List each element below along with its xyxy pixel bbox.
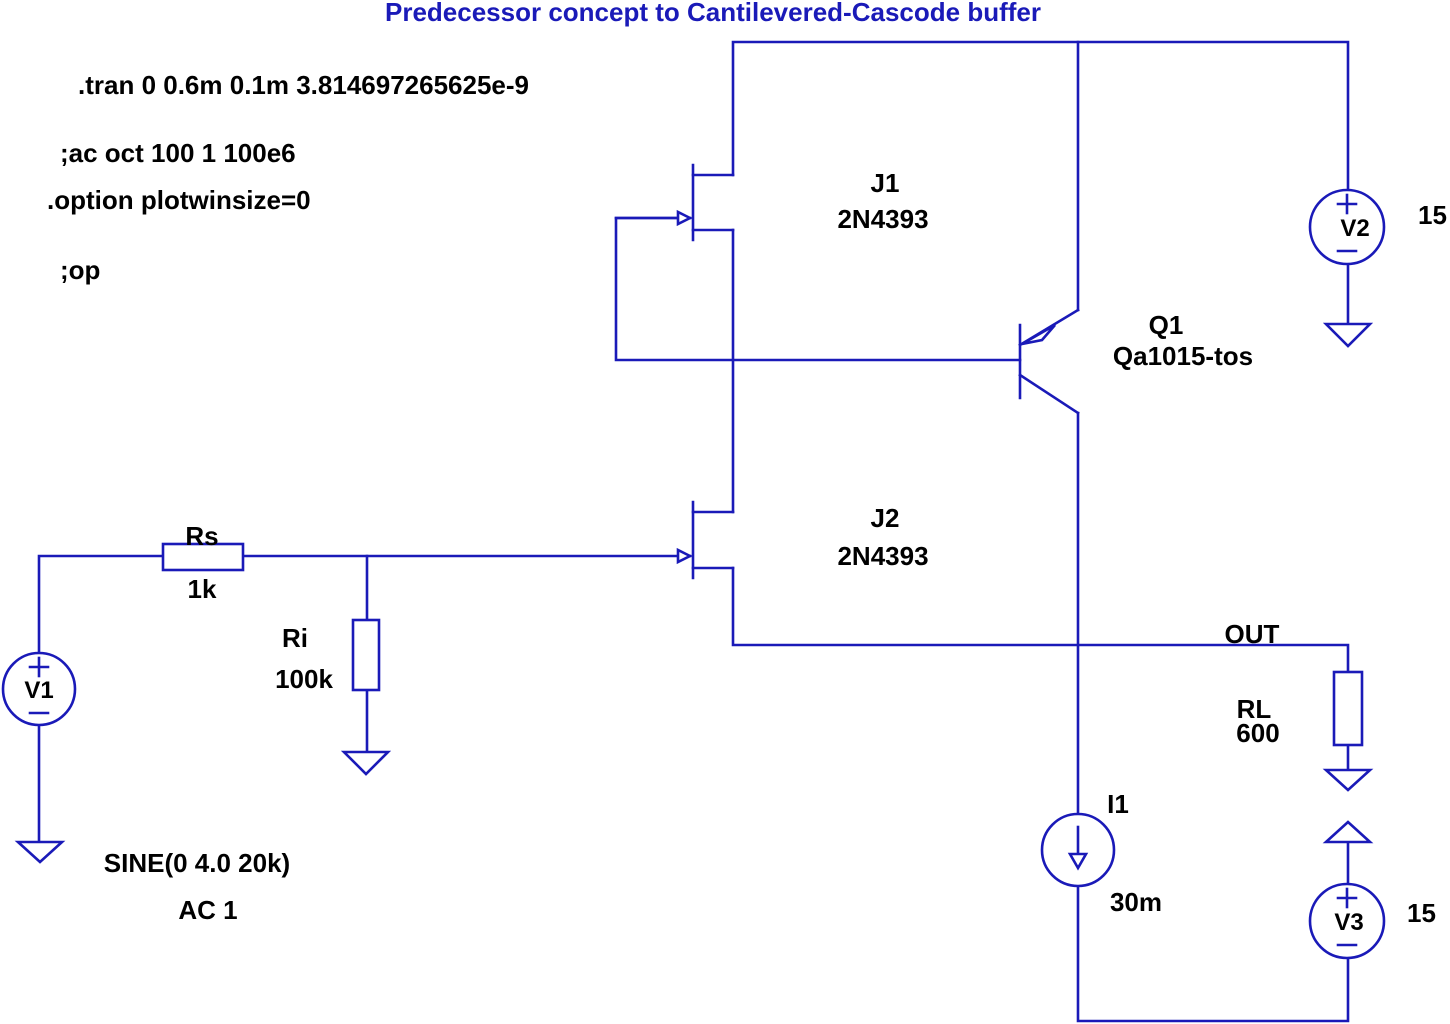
voltage-source-v1[interactable]: V1 (1, 651, 77, 727)
q1-ref: Q1 (1149, 310, 1184, 340)
ri-ref: Ri (282, 623, 308, 653)
ri-value: 100k (275, 664, 333, 694)
directive-option: .option plotwinsize=0 (47, 185, 311, 215)
rl-ref: RL (1237, 694, 1272, 724)
ground-rl (1322, 768, 1374, 792)
wire-bottom-loop (1076, 883, 1350, 1023)
v2-symbol-label: V2 (1340, 215, 1369, 242)
j2-ref: J2 (871, 503, 900, 533)
voltage-source-v2[interactable]: V2 (1308, 188, 1386, 266)
v2-value: 15 (1418, 200, 1447, 230)
v1-sine-spec: SINE(0 4.0 20k) (104, 848, 290, 878)
rs-value: 1k (188, 574, 217, 604)
ground-v1 (14, 840, 66, 864)
ground-v2 (1322, 322, 1374, 348)
bjt-q1[interactable] (1018, 308, 1080, 415)
v3-symbol-label: V3 (1334, 909, 1363, 936)
rs-ref: Rs (185, 521, 218, 551)
directive-tran: .tran 0 0.6m 0.1m 3.814697265625e-9 (78, 70, 529, 100)
wire-out-net (731, 566, 1350, 674)
q1-model: Qa1015-tos (1113, 341, 1253, 371)
wire-v1-to-rs (37, 554, 165, 657)
v1-ac-spec: AC 1 (178, 895, 237, 925)
wire-top-rail (731, 40, 1350, 197)
resistor-rl[interactable] (1332, 670, 1364, 747)
out-net-label: OUT (1225, 619, 1280, 649)
voltage-source-v3[interactable]: V3 (1308, 882, 1386, 960)
v3-value: 15 (1407, 898, 1436, 928)
wire-j1-gate-loop (614, 216, 1022, 362)
i1-ref: I1 (1107, 789, 1129, 819)
current-source-i1[interactable] (1040, 812, 1116, 888)
ground-v3-inverted (1322, 820, 1374, 844)
j1-ref: J1 (871, 168, 900, 198)
v1-symbol-label: V1 (24, 677, 53, 704)
schematic-title: Predecessor concept to Cantilevered-Casc… (385, 0, 1041, 27)
jfet-j2[interactable] (676, 500, 735, 580)
rl-value: 600 (1236, 718, 1279, 748)
ground-ri (340, 750, 392, 776)
j2-model: 2N4393 (837, 541, 928, 571)
directive-ac: ;ac oct 100 1 100e6 (60, 138, 296, 168)
jfet-j1[interactable] (614, 163, 735, 242)
i1-value: 30m (1110, 887, 1162, 917)
directive-op: ;op (60, 255, 100, 285)
resistor-rs[interactable] (161, 542, 245, 572)
j1-model: 2N4393 (837, 204, 928, 234)
resistor-ri[interactable] (351, 618, 381, 692)
